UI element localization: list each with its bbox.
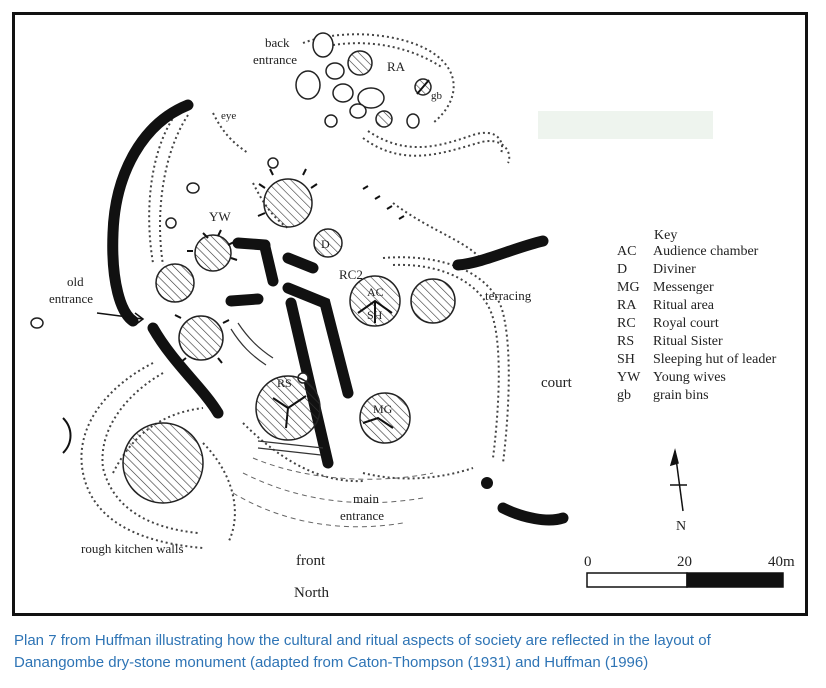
yw-hut-1 xyxy=(194,234,232,272)
north-arrow xyxy=(669,448,687,512)
label-ac: AC xyxy=(367,285,384,299)
label-ra: RA xyxy=(387,59,406,74)
label-gb: gb xyxy=(431,90,443,102)
label-sh: SH xyxy=(367,308,383,322)
key-meaning: Young wives xyxy=(653,370,726,385)
label-terracing: terracing xyxy=(485,288,532,303)
key-meaning: Diviner xyxy=(653,262,696,277)
label-mg: MG xyxy=(373,402,393,416)
ra-hut xyxy=(347,50,373,76)
gb-slash xyxy=(416,79,430,95)
key-meaning: Messenger xyxy=(653,280,714,295)
label-court: court xyxy=(541,375,573,391)
west-curved-wall xyxy=(107,99,194,327)
scale-bar-white xyxy=(586,572,688,588)
label-eye: eye xyxy=(221,110,236,122)
key-code: MG xyxy=(617,280,640,295)
scale-label-0: 0 xyxy=(584,554,592,570)
label-rc2: RC2 xyxy=(339,267,363,282)
yw-hut-3 xyxy=(178,315,224,361)
yw-hut-2 xyxy=(155,263,195,303)
figure-frame: back entrance RA gb eye YW D RC2 AC SH o… xyxy=(12,12,808,616)
label-old-2: entrance xyxy=(49,291,93,306)
key-code: D xyxy=(617,262,627,277)
label-d: D xyxy=(321,237,330,251)
scale-label-20: 20 xyxy=(677,554,692,570)
key-code: AC xyxy=(617,244,636,259)
key-code: gb xyxy=(617,388,631,403)
center-wall-c xyxy=(285,297,334,469)
label-back-1: back xyxy=(265,35,290,50)
scale-bar-black xyxy=(686,572,784,588)
key-meaning: Ritual Sister xyxy=(653,334,723,349)
site-plan: back entrance RA gb eye YW D RC2 AC SH o… xyxy=(30,32,795,601)
mg-hut xyxy=(359,392,411,444)
dotted-walls xyxy=(80,33,511,549)
center-wall-b xyxy=(282,282,354,399)
label-main-1: main xyxy=(353,491,379,506)
east-hut xyxy=(410,278,456,324)
hatched-huts xyxy=(122,50,456,504)
north-court-hut xyxy=(263,178,313,228)
north-wall-segment-c xyxy=(282,252,319,274)
key-code: RC xyxy=(617,316,636,331)
southwest-curved-wall xyxy=(147,322,224,419)
key-meaning: grain bins xyxy=(653,388,709,403)
hut-ornaments xyxy=(174,168,405,429)
old-entrance-arrow xyxy=(96,312,145,326)
label-old-1: old xyxy=(67,274,84,289)
figure-caption: Plan 7 from Huffman illustrating how the… xyxy=(14,630,814,674)
scale-label-40: 40m xyxy=(768,554,795,570)
east-wall-top xyxy=(452,235,549,271)
map-labels: back entrance RA gb eye YW D RC2 AC SH o… xyxy=(49,35,573,601)
label-rs: RS xyxy=(277,376,292,390)
key-meaning: Ritual area xyxy=(653,298,715,313)
scale-bar: 0 20 40m xyxy=(584,554,795,588)
north-wall-segment-b xyxy=(259,241,279,287)
label-front: front xyxy=(296,553,326,569)
key-meaning: Royal court xyxy=(653,316,719,331)
label-kitchen: rough kitchen walls xyxy=(81,541,184,556)
key-title: Key xyxy=(654,228,677,243)
key-code: SH xyxy=(617,352,635,367)
dashed-lines xyxy=(232,457,434,528)
label-back-2: entrance xyxy=(253,52,297,67)
thick-walls xyxy=(107,99,569,526)
key-meaning: Sleeping hut of leader xyxy=(653,352,777,367)
key-code: YW xyxy=(617,370,641,385)
key-meaning: Audience chamber xyxy=(653,244,759,259)
d-hut xyxy=(313,228,343,258)
ladder-strip xyxy=(230,322,324,456)
key-code: RA xyxy=(617,298,637,313)
center-wall-a xyxy=(225,293,264,307)
west-arc xyxy=(62,417,72,454)
east-wall-bottom xyxy=(497,502,569,526)
back-entrance-boulders xyxy=(30,32,420,384)
wall-stub xyxy=(481,477,493,489)
key-code: RS xyxy=(617,334,634,349)
label-north: North xyxy=(294,585,329,601)
small-hut-ra xyxy=(375,110,393,128)
faint-highlight xyxy=(538,111,713,139)
north-arrow-label: N xyxy=(676,519,686,534)
caption-line-1: Plan 7 from Huffman illustrating how the… xyxy=(14,632,711,649)
label-yw: YW xyxy=(209,209,231,224)
caption-line-2: Danangombe dry-stone monument (adapted f… xyxy=(14,654,649,671)
kitchen-hut xyxy=(122,422,204,504)
label-main-2: entrance xyxy=(340,508,384,523)
